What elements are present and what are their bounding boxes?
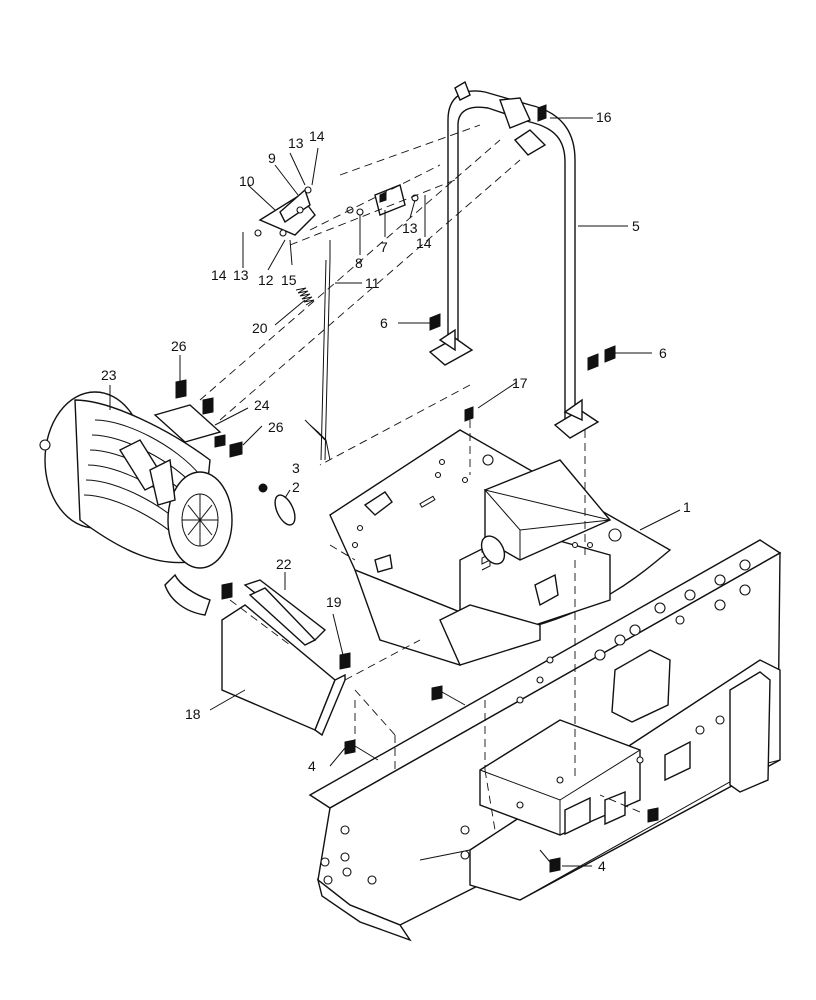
stand-tube xyxy=(428,80,616,439)
hardware xyxy=(258,104,659,873)
callout-19: 19 xyxy=(326,594,342,610)
callout-1: 1 xyxy=(683,499,691,515)
battery-cover xyxy=(221,579,351,737)
callout-15: 15 xyxy=(281,272,297,288)
callout-3: 3 xyxy=(292,460,300,476)
mount-bracket xyxy=(153,379,243,458)
callout-4: 4 xyxy=(598,858,606,874)
callout-20: 20 xyxy=(252,320,268,336)
callout-4: 4 xyxy=(308,758,316,774)
callout-18: 18 xyxy=(185,706,201,722)
air-cleaner xyxy=(39,391,233,616)
callout-labels: 1 2 3 4 4 5 6 6 7 8 9 10 11 12 13 13 13 … xyxy=(101,109,691,874)
callout-11: 11 xyxy=(365,275,380,291)
callout-8: 8 xyxy=(355,255,363,271)
callout-14: 14 xyxy=(211,267,227,283)
callout-10: 10 xyxy=(239,173,255,189)
callout-26: 26 xyxy=(268,419,284,435)
linkage-spring xyxy=(295,287,315,306)
callout-2: 2 xyxy=(292,479,300,495)
callout-17: 17 xyxy=(512,375,528,391)
tray-spring xyxy=(480,535,506,571)
callout-5: 5 xyxy=(632,218,640,234)
callout-16: 16 xyxy=(596,109,612,125)
rail-holes xyxy=(320,559,751,885)
leader-lines xyxy=(109,117,681,867)
callout-14: 14 xyxy=(416,235,432,251)
callout-13: 13 xyxy=(288,135,304,151)
callout-13: 13 xyxy=(402,220,418,236)
control-linkage xyxy=(254,184,419,461)
callout-14: 14 xyxy=(309,128,325,144)
callout-23: 23 xyxy=(101,367,117,383)
callout-12: 12 xyxy=(258,272,274,288)
chassis-frame xyxy=(308,539,782,942)
callout-6: 6 xyxy=(380,315,388,331)
callout-22: 22 xyxy=(276,556,292,572)
callout-7: 7 xyxy=(380,239,388,255)
callout-24: 24 xyxy=(254,397,270,413)
callout-6: 6 xyxy=(659,345,667,361)
callout-13: 13 xyxy=(233,267,249,283)
battery-tray xyxy=(329,429,672,666)
callout-26: 26 xyxy=(171,338,187,354)
assembly-lines xyxy=(199,124,641,831)
callout-9: 9 xyxy=(268,150,276,166)
